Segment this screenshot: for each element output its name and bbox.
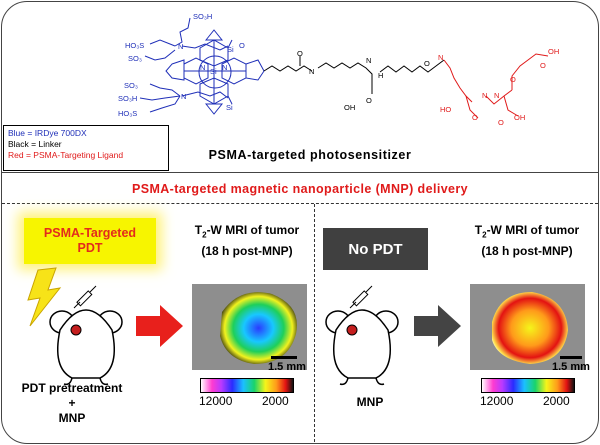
- pdt-badge-line2: PDT: [77, 241, 103, 255]
- colorbar-max-left: 2000: [262, 394, 289, 408]
- delivery-title: PSMA-targeted magnetic nanoparticle (MNP…: [131, 182, 469, 196]
- chemical-structure: SO₃H HO₃S SO₃ N N SO₃ SO₃H HO₃S Si O Si …: [118, 12, 559, 127]
- tumor-region-right: [492, 292, 568, 364]
- svg-text:SO₃H: SO₃H: [193, 12, 212, 21]
- mouse-icon-left: [49, 309, 123, 386]
- scale-bar-right: [560, 356, 582, 359]
- svg-text:N: N: [222, 63, 227, 72]
- scale-label-right: 1.5 mm: [552, 361, 590, 373]
- svg-text:O: O: [297, 49, 303, 58]
- right-mri-title: T2-W MRI of tumor (18 h post-MNP): [474, 223, 580, 259]
- colorbar-max-right: 2000: [543, 394, 570, 408]
- photosensitizer-title: PSMA-targeted photosensitizer: [208, 148, 412, 162]
- svg-text:N: N: [366, 56, 371, 65]
- svg-text:OH: OH: [548, 47, 559, 56]
- svg-text:O: O: [498, 118, 504, 127]
- svg-text:O: O: [424, 59, 430, 68]
- legend-red: Red = PSMA-Targeting Ligand: [8, 150, 124, 160]
- colorbar-min-left: 12000: [199, 394, 233, 408]
- svg-text:O: O: [472, 113, 478, 122]
- colorbar-left: [200, 378, 294, 393]
- left-mri-title: T2-W MRI of tumor (18 h post-MNP): [194, 223, 300, 259]
- pdt-badge-line1: PSMA-Targeted: [43, 226, 137, 240]
- svg-text:HO₃S: HO₃S: [125, 41, 144, 50]
- svg-text:SO₃: SO₃: [128, 54, 142, 63]
- scale-label-left: 1.5 mm: [268, 361, 306, 373]
- svg-text:N: N: [309, 67, 314, 76]
- svg-text:O: O: [540, 61, 546, 70]
- lightning-icon: [27, 267, 62, 327]
- svg-text:O: O: [366, 96, 372, 105]
- mouse-icon-right: [325, 309, 399, 386]
- color-legend: Blue = IRDye 700DX Black = Linker Red = …: [3, 125, 169, 171]
- svg-text:OH: OH: [514, 113, 525, 122]
- svg-text:N: N: [482, 91, 487, 100]
- arrow-right-red: [136, 305, 183, 347]
- divider-dashed: [2, 203, 598, 204]
- svg-text:OH: OH: [344, 103, 355, 112]
- divider-vertical: [314, 204, 315, 442]
- svg-text:N: N: [494, 91, 499, 100]
- svg-text:N: N: [178, 42, 183, 51]
- svg-text:Si: Si: [210, 67, 217, 76]
- svg-text:Si: Si: [226, 103, 233, 112]
- svg-text:O: O: [510, 75, 516, 84]
- svg-text:HO₃S: HO₃S: [118, 109, 137, 118]
- scale-bar-left: [271, 356, 297, 359]
- colorbar-min-right: 12000: [480, 394, 514, 408]
- svg-text:H: H: [378, 71, 383, 80]
- svg-text:SO₃: SO₃: [124, 81, 138, 90]
- right-condition-label: MNP: [356, 395, 384, 409]
- no-pdt-badge: No PDT: [323, 228, 428, 270]
- colorbar-right: [481, 378, 575, 393]
- tumor-region-left: [220, 292, 297, 364]
- legend-blue: Blue = IRDye 700DX: [8, 128, 87, 138]
- syringe-icon-right: [349, 285, 373, 309]
- svg-text:N: N: [181, 92, 186, 101]
- left-condition-label: PDT pretreatment + MNP: [21, 381, 123, 425]
- pdt-badge: PSMA-Targeted PDT: [24, 218, 156, 264]
- svg-text:N: N: [200, 63, 205, 72]
- tumor-marker-left: [70, 324, 82, 336]
- tumor-marker-right: [346, 324, 358, 336]
- legend-black: Black = Linker: [8, 139, 62, 149]
- svg-text:Si: Si: [227, 45, 234, 54]
- divider-top: [2, 172, 598, 173]
- arrow-right-dark: [414, 305, 461, 347]
- svg-text:HO: HO: [440, 105, 451, 114]
- svg-text:O: O: [239, 41, 245, 50]
- svg-text:N: N: [438, 53, 443, 62]
- svg-text:SO₃H: SO₃H: [118, 94, 137, 103]
- syringe-icon-left: [73, 285, 97, 309]
